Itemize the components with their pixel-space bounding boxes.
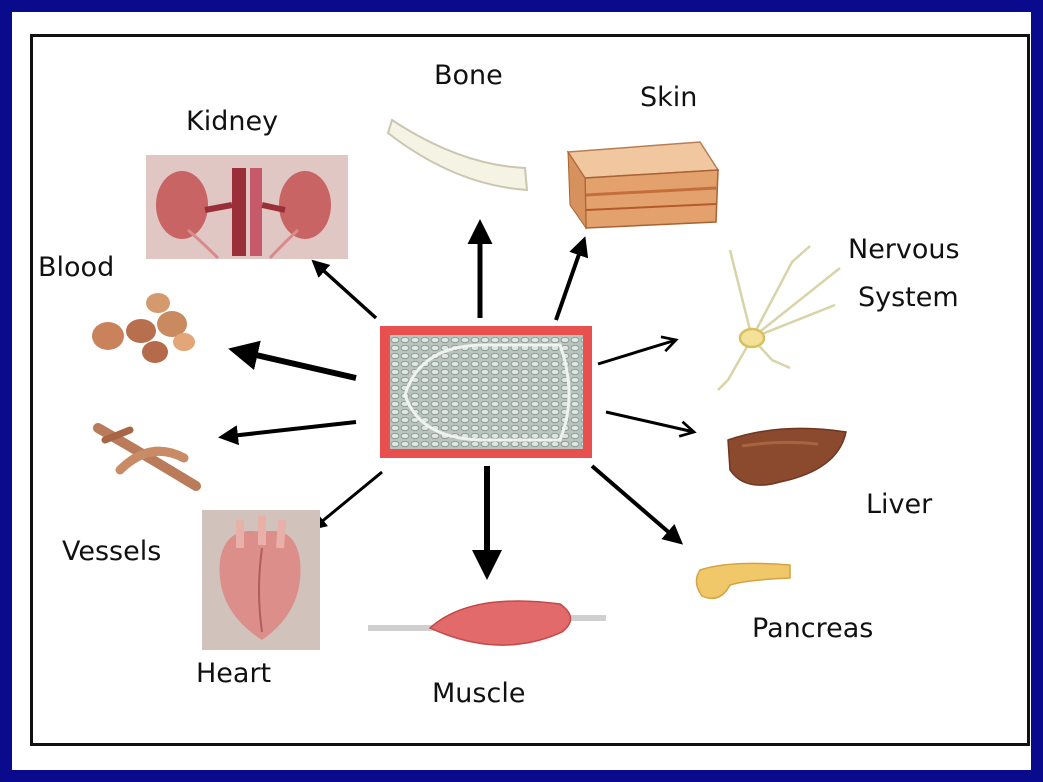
arrow-to-skin (556, 240, 584, 320)
arrow-to-nervous-system (598, 340, 676, 364)
label-nervous-line1: Nervous (848, 234, 960, 265)
stem-cell-image (380, 326, 592, 458)
arrow-to-kidney (314, 262, 376, 318)
label-nervous-line2: System (858, 282, 959, 313)
arrow-to-vessels (222, 422, 356, 437)
muscle-image (368, 601, 606, 645)
liver-image (728, 428, 846, 485)
bone-image (388, 120, 527, 190)
arrow-to-pancreas (592, 466, 680, 542)
pancreas-image (696, 563, 790, 598)
label-kidney: Kidney (186, 106, 278, 137)
label-blood: Blood (38, 252, 114, 283)
blood-image (92, 293, 195, 363)
skin-image (568, 142, 718, 228)
label-bone: Bone (434, 60, 503, 91)
arrow-to-heart (314, 472, 382, 528)
kidney-image (146, 155, 348, 259)
nervous-system-image (718, 246, 840, 390)
arrow-to-blood (234, 350, 356, 378)
label-liver: Liver (866, 489, 933, 520)
heart-image (202, 510, 320, 650)
arrow-to-liver (606, 412, 694, 432)
label-heart: Heart (196, 658, 271, 689)
label-vessels: Vessels (62, 536, 161, 567)
vessels-image (98, 428, 196, 486)
label-muscle: Muscle (432, 678, 525, 709)
label-pancreas: Pancreas (752, 613, 873, 644)
label-skin: Skin (640, 82, 697, 113)
